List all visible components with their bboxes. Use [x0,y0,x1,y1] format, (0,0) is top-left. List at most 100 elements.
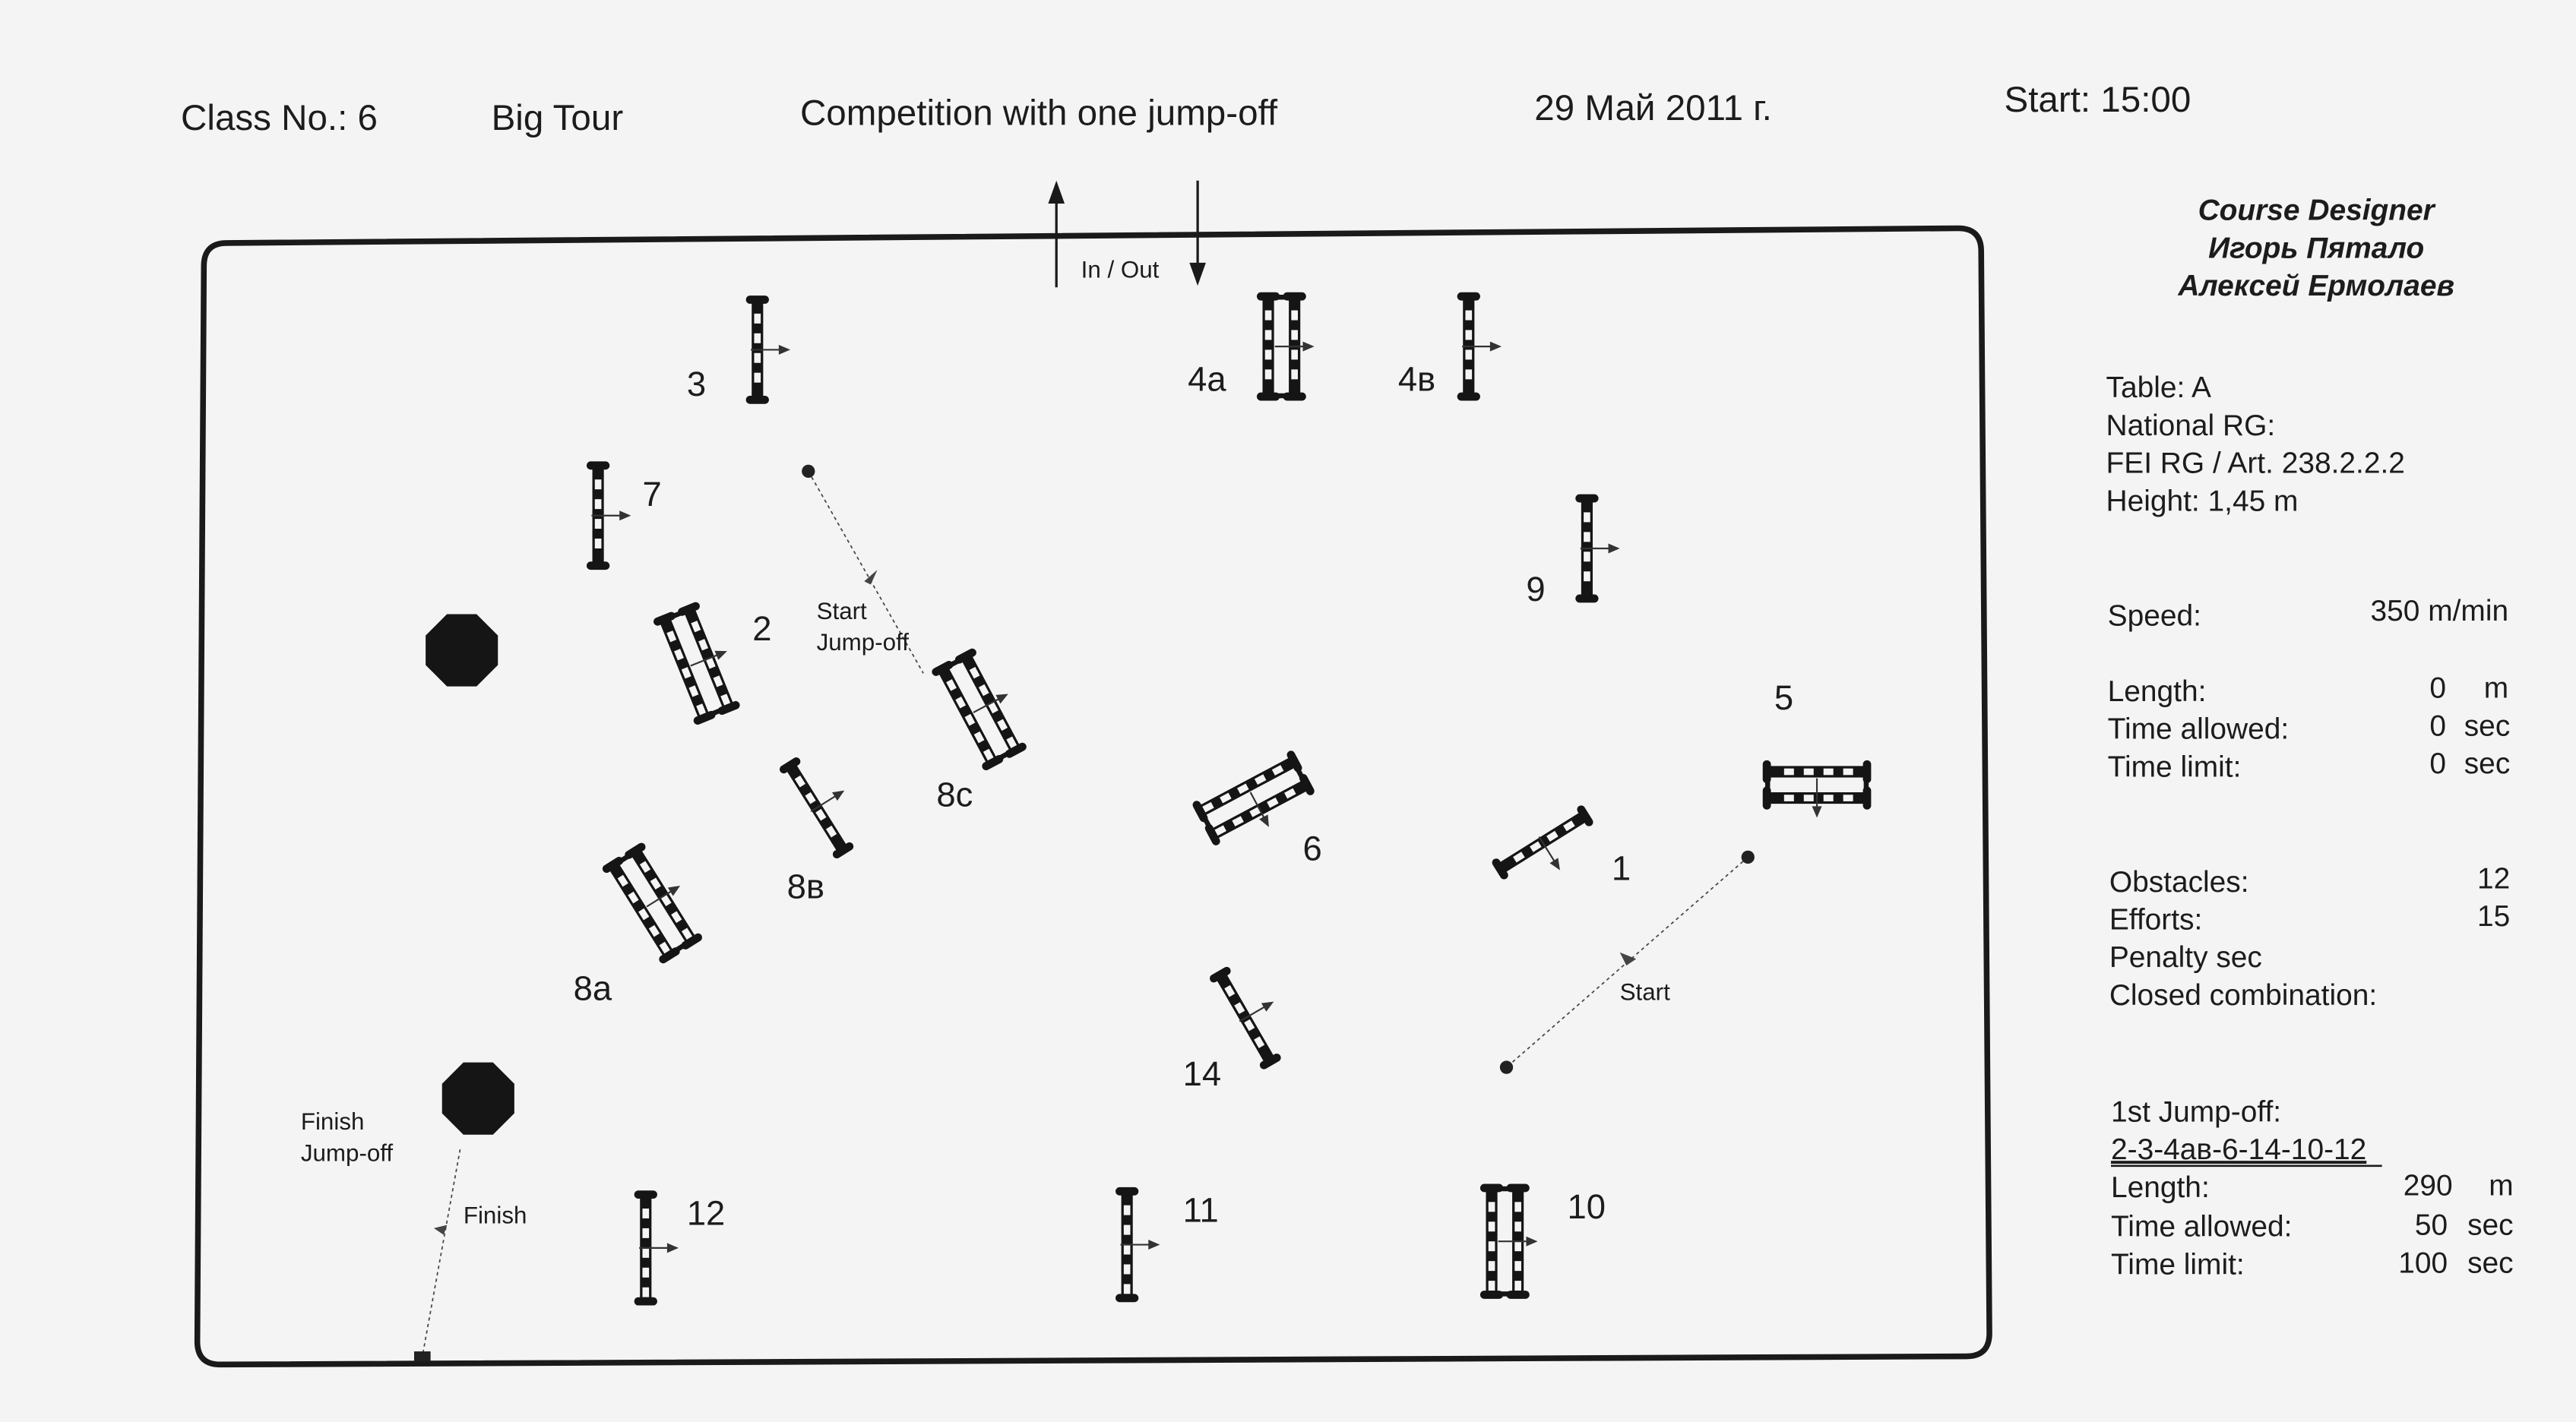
rail-stripe [1514,1202,1521,1212]
jump-1 [1492,805,1593,880]
rail-stripe [660,894,672,907]
designer-name: Игорь Пятало [2208,232,2424,264]
finish-label: Finish [464,1202,527,1228]
rail-stripe [1264,369,1272,380]
designer-name: Алексей Ермолаев [2177,270,2454,302]
rail-stripe [1249,807,1261,817]
rail-stripe [754,372,761,383]
table-rule: Table: A [2106,371,2211,404]
direction-arrow-icon [714,650,727,660]
wing [1116,1187,1139,1196]
rail-stripe [978,684,989,697]
jump-label: 5 [1774,678,1793,717]
start-jumpoff-label: Jump-off [817,629,910,656]
octagon-decoration [441,1062,514,1135]
jump-8c [932,648,1027,770]
direction-arrow-icon [1148,1240,1160,1250]
wing [1457,292,1480,301]
jumps-layer [586,292,1872,1306]
rail-stripe [1783,795,1794,801]
direction-arrow-icon [619,510,631,521]
rail-stripe [815,808,827,821]
arrow-up-icon [1048,180,1065,204]
rail-stripe [1264,310,1272,321]
rail-stripe [1514,1261,1521,1272]
rail-stripe [1465,310,1473,321]
rail-stripe [1244,1019,1255,1032]
rail-stripe [648,924,660,937]
wing [745,395,769,404]
jump-4в [1457,292,1502,401]
closed-combination-label: Closed combination: [2109,979,2377,1012]
rail-stripe [1234,1002,1245,1014]
rail-stripe [1123,1205,1131,1215]
rail-stripe [1514,1241,1521,1252]
jump-4a [1256,292,1315,401]
start-label: Start [1620,978,1670,1005]
direction-arrow-icon [1812,806,1822,818]
wing [586,461,610,470]
direction-line [973,697,1000,713]
rail-stripe [1488,1241,1495,1252]
time-allowed-label: Time allowed: [2108,713,2289,746]
jump-10 [1479,1183,1538,1299]
rail-stripe [642,1228,650,1238]
rail-stripe [997,719,1008,732]
rail-stripe [1271,765,1284,776]
jump-14 [1210,966,1281,1070]
time-limit-label: Time limit: [2108,750,2242,783]
direction-arrow-icon [1302,341,1315,352]
jump-label: 8a [574,969,612,1007]
direction-arrow-icon [995,694,1008,704]
rail-stripe [681,927,693,940]
rail-stripe [1514,1281,1521,1291]
jump-2 [653,602,740,725]
in-out-gate: In / Out [1048,180,1206,288]
oxer-link [612,849,638,868]
direction-line [690,653,719,667]
jumpoff-title: 1st Jump-off: [2111,1095,2281,1128]
national-rg: National RG: [2106,409,2276,442]
rail-stripe [1488,1202,1495,1212]
rail-stripe [659,941,670,954]
direction-arrow-icon [1489,341,1502,352]
arrow-down-icon [1189,262,1206,286]
rail-stripe [1465,330,1473,340]
in-out-label: In / Out [1081,256,1160,283]
rail-stripe [1224,984,1236,997]
oxer-link [663,607,691,622]
finish-jumpoff-label: Jump-off [301,1139,394,1166]
rail-stripe [1465,369,1473,380]
jump-8a [602,842,702,964]
rail-stripe [638,908,650,921]
time-limit-value: 0 [2429,747,2446,780]
jump-labels: 3 4a 4в 7 9 2 8c 8в 8a 6 1 5 14 12 11 10 [574,359,1793,1232]
jumpoff-time-limit-value: 100 [2398,1247,2448,1279]
jump-5 [1762,760,1872,818]
start-jumpoff-marker: Start Jump-off [802,464,924,674]
efforts-value: 15 [2477,900,2510,933]
rail-stripe [1284,788,1296,799]
rail-stripe [1123,1244,1131,1255]
jump-6 [1192,750,1315,845]
jump-label: 6 [1302,830,1321,868]
jump-9 [1575,494,1620,603]
start-time: Start: 15:00 [2004,80,2191,120]
rail-stripe [754,352,761,363]
direction-arrow-icon [1261,1001,1274,1012]
direction-arrow-icon [1619,952,1637,966]
jump-8в [780,757,854,859]
jump-label: 14 [1183,1054,1221,1093]
rail-stripe [1264,349,1272,360]
rail-stripe [1488,1261,1495,1272]
penalty-label: Penalty sec [2109,941,2262,974]
finish-jumpoff-label: Finish [301,1108,365,1135]
jump-label: 1 [1612,849,1631,888]
rail-stripe [1823,795,1834,801]
rail-stripe [1584,551,1590,562]
time-allowed-value: 0 [2429,709,2446,742]
rail-stripe [754,333,761,343]
rail-stripe [688,685,699,697]
direction-arrow-icon [1549,858,1560,871]
